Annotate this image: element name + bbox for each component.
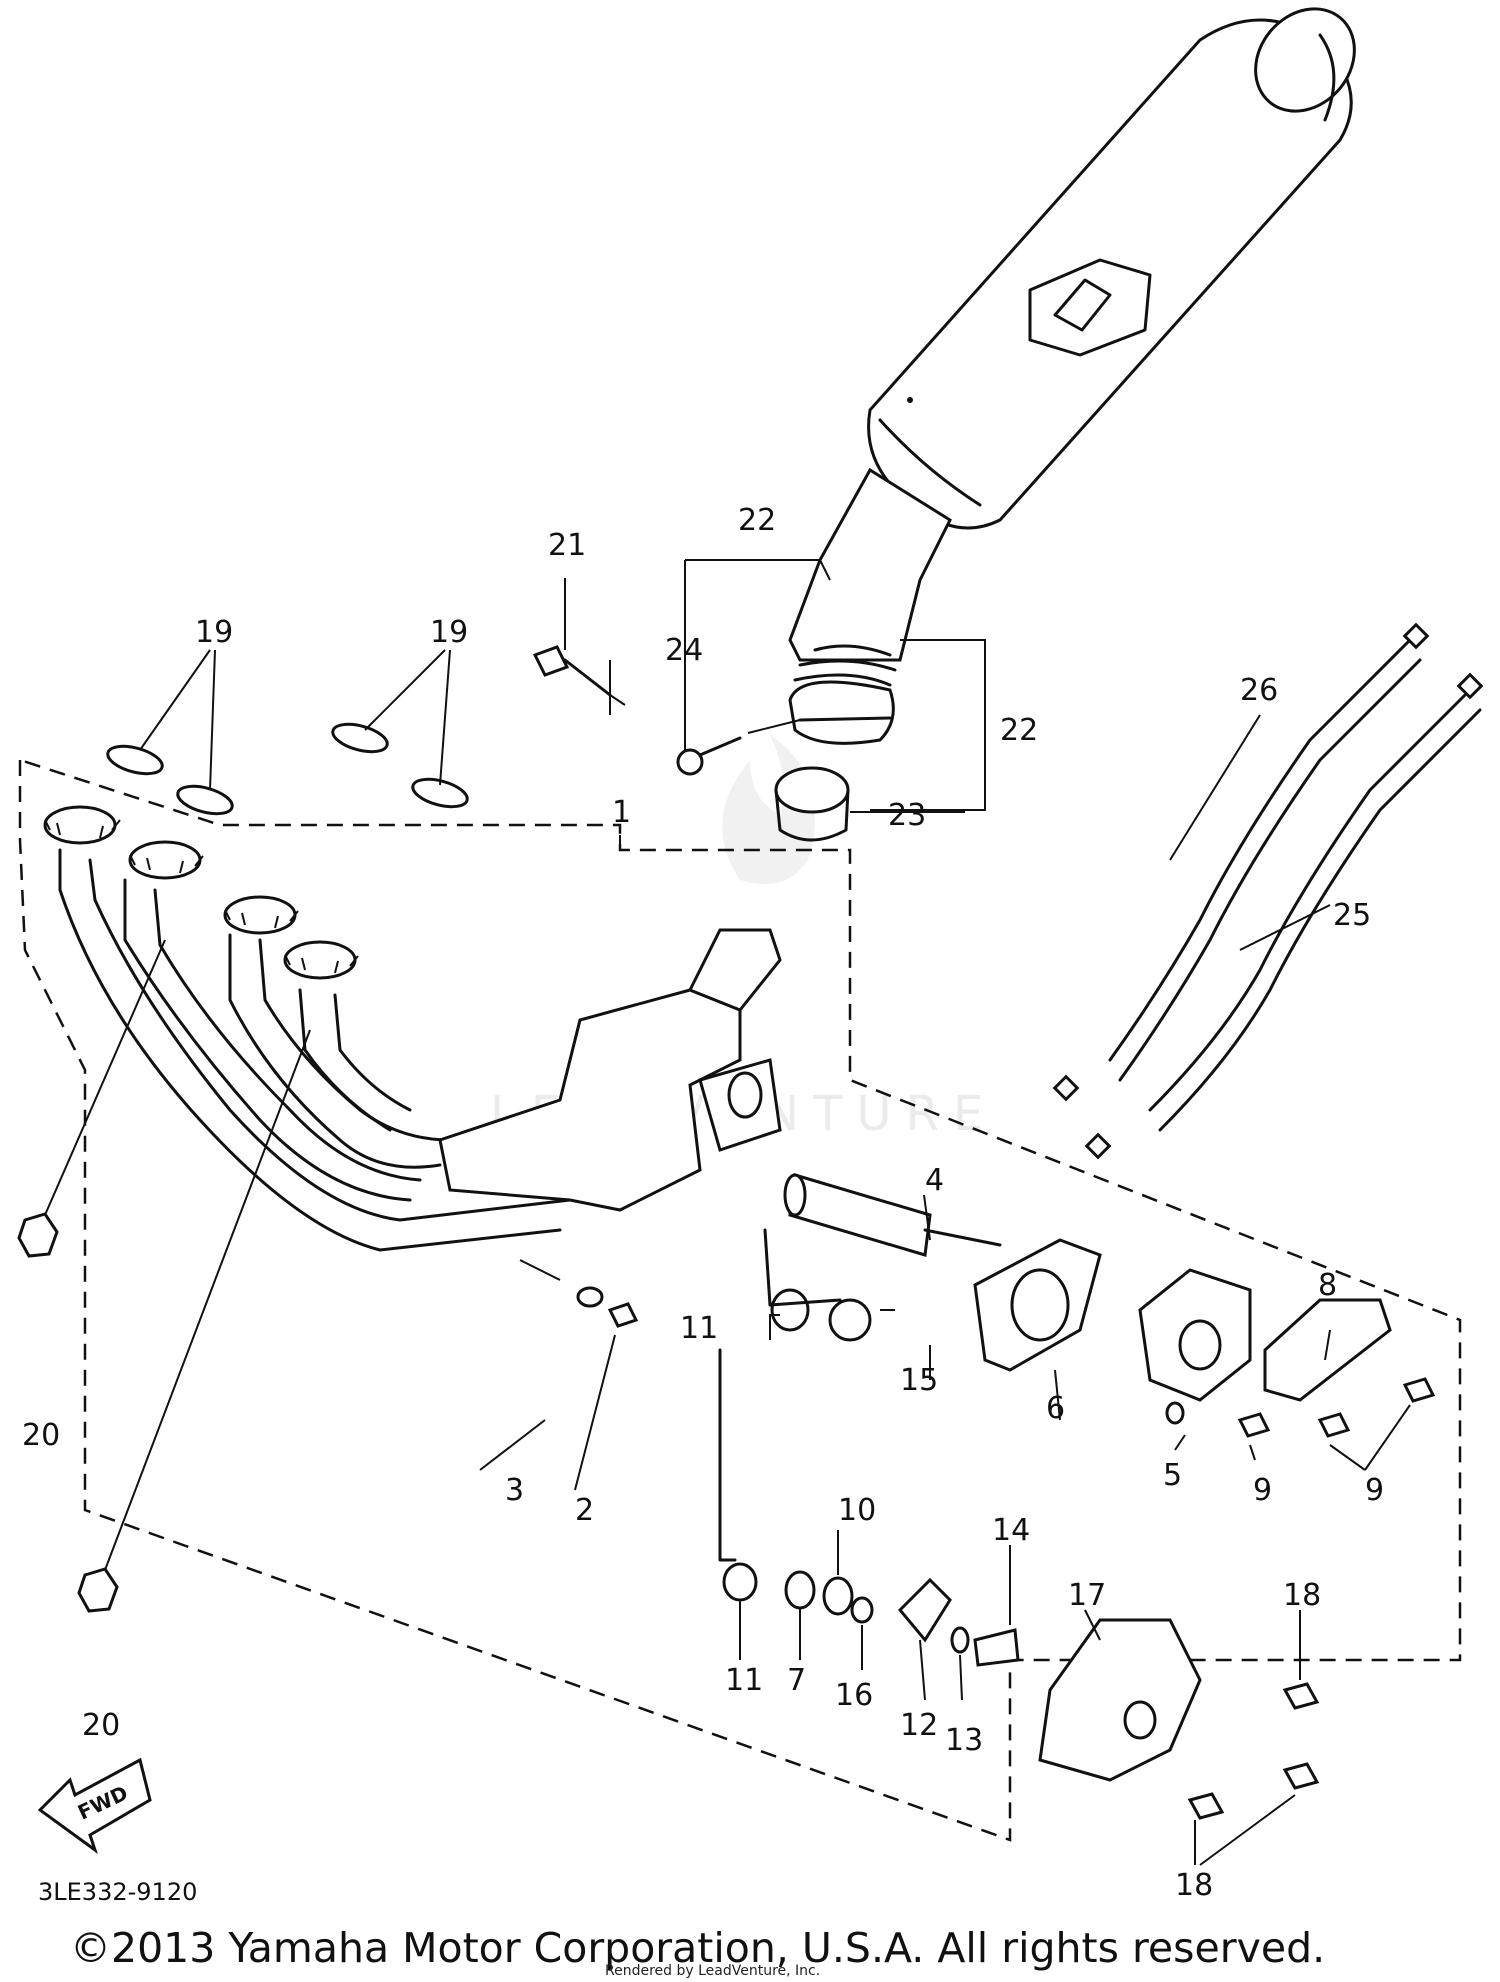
callout-10: 10 — [838, 1493, 876, 1528]
callout-5: 5 — [1163, 1458, 1182, 1493]
rendered-by-note: Rendered by LeadVenture, Inc. — [605, 1963, 820, 1979]
gasket-23 — [774, 766, 850, 842]
callout-18a: 18 — [1283, 1578, 1321, 1613]
callout-18b: 18 — [1175, 1868, 1213, 1903]
exhaust-header — [43, 805, 782, 1252]
callout-8: 8 — [1318, 1268, 1337, 1303]
header-group-outline — [18, 758, 1462, 1842]
callout-25: 25 — [1333, 898, 1371, 933]
callout-17: 17 — [1068, 1578, 1106, 1613]
bolt-2-washer-3 — [519, 1259, 639, 1328]
bolt-24 — [676, 719, 801, 776]
callout-26: 26 — [1240, 673, 1278, 708]
callout-20a: 20 — [22, 1418, 60, 1453]
callout-12: 12 — [900, 1708, 938, 1743]
callout-6: 6 — [1046, 1391, 1065, 1426]
callout-22a: 22 — [738, 503, 776, 538]
diagram-code: 3LE332-9120 — [38, 1878, 197, 1906]
gasket-6 — [973, 1238, 1102, 1372]
bolt-21 — [532, 645, 626, 706]
link-pipe — [788, 467, 952, 745]
callout-19a: 19 — [195, 615, 233, 650]
callout-9b: 9 — [1365, 1473, 1384, 1508]
cover-17 — [1038, 1618, 1320, 1820]
callout-20b: 20 — [82, 1708, 120, 1743]
callout-2: 2 — [575, 1493, 594, 1528]
callout-22b: 22 — [1000, 713, 1038, 748]
callout-4: 4 — [925, 1163, 944, 1198]
callout-15: 15 — [900, 1363, 938, 1398]
callout-24: 24 — [665, 633, 703, 668]
callout-21: 21 — [548, 528, 586, 563]
callout-7: 7 — [787, 1663, 806, 1698]
bracket-5-lever-8 — [1138, 1268, 1436, 1438]
pulley-parts — [718, 1348, 1020, 1667]
cables-25-26 — [1052, 622, 1484, 1160]
callout-13: 13 — [945, 1723, 983, 1758]
callout-16: 16 — [835, 1678, 873, 1713]
leader-lines — [139, 559, 1411, 1866]
callout-11a: 11 — [680, 1311, 718, 1346]
callout-labels: 1 2 3 4 5 6 7 8 9 9 10 11 11 12 13 14 15… — [22, 503, 1384, 1903]
fwd-arrow-icon: FWD — [37, 1757, 152, 1854]
callout-9a: 9 — [1253, 1473, 1272, 1508]
callout-1: 1 — [612, 795, 631, 830]
copyright-notice: ©2013 Yamaha Motor Corporation, U.S.A. A… — [70, 1924, 1325, 1972]
gaskets-19 — [106, 722, 469, 816]
callout-11b: 11 — [725, 1663, 763, 1698]
callout-23: 23 — [888, 798, 926, 833]
callout-3: 3 — [505, 1473, 524, 1508]
muffler — [867, 7, 1356, 530]
callout-19b: 19 — [430, 615, 468, 650]
callout-14: 14 — [992, 1513, 1030, 1548]
nuts-20 — [17, 939, 311, 1613]
bushings-11-15 — [763, 1228, 895, 1342]
valve-shaft-4 — [783, 1173, 1002, 1257]
